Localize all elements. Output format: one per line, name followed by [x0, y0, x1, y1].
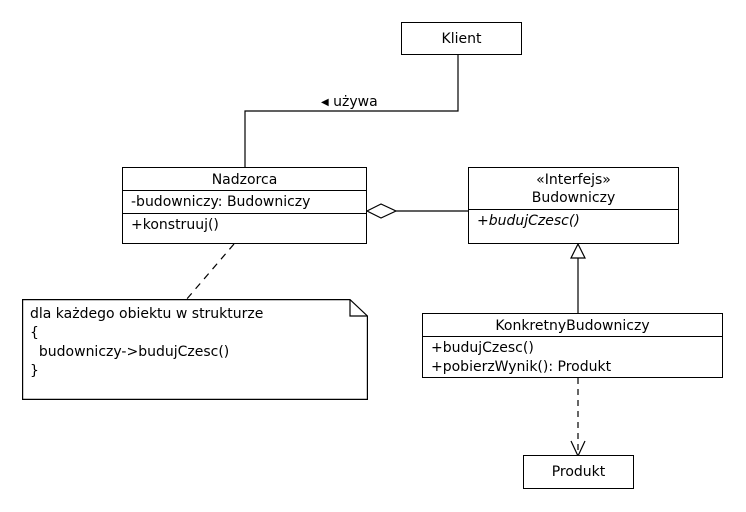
budowniczy-operation: +budujCzesc()	[477, 213, 580, 229]
nadzorca-header: Nadzorca	[123, 168, 366, 191]
budowniczy-interface[interactable]: «Interfejs» Budowniczy +budujCzesc()	[468, 167, 679, 244]
konkretny-operation: +budujCzesc()	[431, 340, 534, 356]
note: dla każdego obiektu w strukturze { budown…	[22, 299, 368, 400]
association-text: używa	[333, 94, 378, 110]
budowniczy-operations: +budujCzesc()	[469, 210, 678, 231]
produkt-name: Produkt	[551, 464, 606, 480]
nadzorca-operation: +konstruuj()	[131, 217, 219, 233]
produkt-box[interactable]: Produkt	[523, 455, 634, 489]
note-line: }	[30, 363, 39, 379]
nadzorca-name: Nadzorca	[211, 172, 278, 188]
konkretny-name: KonkretnyBudowniczy	[495, 318, 650, 334]
konkretny-budowniczy-class[interactable]: KonkretnyBudowniczy +budujCzesc() +pobie…	[422, 313, 723, 378]
note-anchor-line	[185, 243, 235, 301]
klient-box[interactable]: Klient	[401, 22, 522, 55]
nadzorca-attributes: -budowniczy: Budowniczy	[123, 191, 366, 214]
nadzorca-operations: +konstruuj()	[123, 214, 366, 235]
note-line: dla każdego obiektu w strukturze	[30, 306, 264, 322]
konkretny-operations: +budujCzesc() +pobierzWynik(): Produkt	[423, 337, 722, 377]
association-direction-icon: ◀	[321, 97, 329, 108]
budowniczy-header: «Interfejs» Budowniczy	[469, 168, 678, 210]
note-line: {	[30, 325, 39, 341]
nadzorca-attribute: -budowniczy: Budowniczy	[131, 194, 311, 210]
budowniczy-stereotype: «Interfejs»	[536, 172, 611, 188]
realization-triangle	[570, 242, 586, 259]
klient-name: Klient	[441, 30, 482, 47]
konkretny-operation: +pobierzWynik(): Produkt	[431, 359, 612, 375]
association-label: ◀ używa	[321, 94, 378, 111]
association-line	[244, 54, 459, 167]
note-line: budowniczy->budujCzesc()	[30, 344, 230, 360]
aggregation-diamond	[365, 203, 398, 219]
nadzorca-class[interactable]: Nadzorca -budowniczy: Budowniczy +konstr…	[122, 167, 367, 244]
budowniczy-name: Budowniczy	[531, 190, 616, 206]
note-shape	[22, 299, 368, 400]
konkretny-header: KonkretnyBudowniczy	[423, 314, 722, 337]
note-text: dla każdego obiektu w strukturze { budown…	[30, 305, 263, 381]
